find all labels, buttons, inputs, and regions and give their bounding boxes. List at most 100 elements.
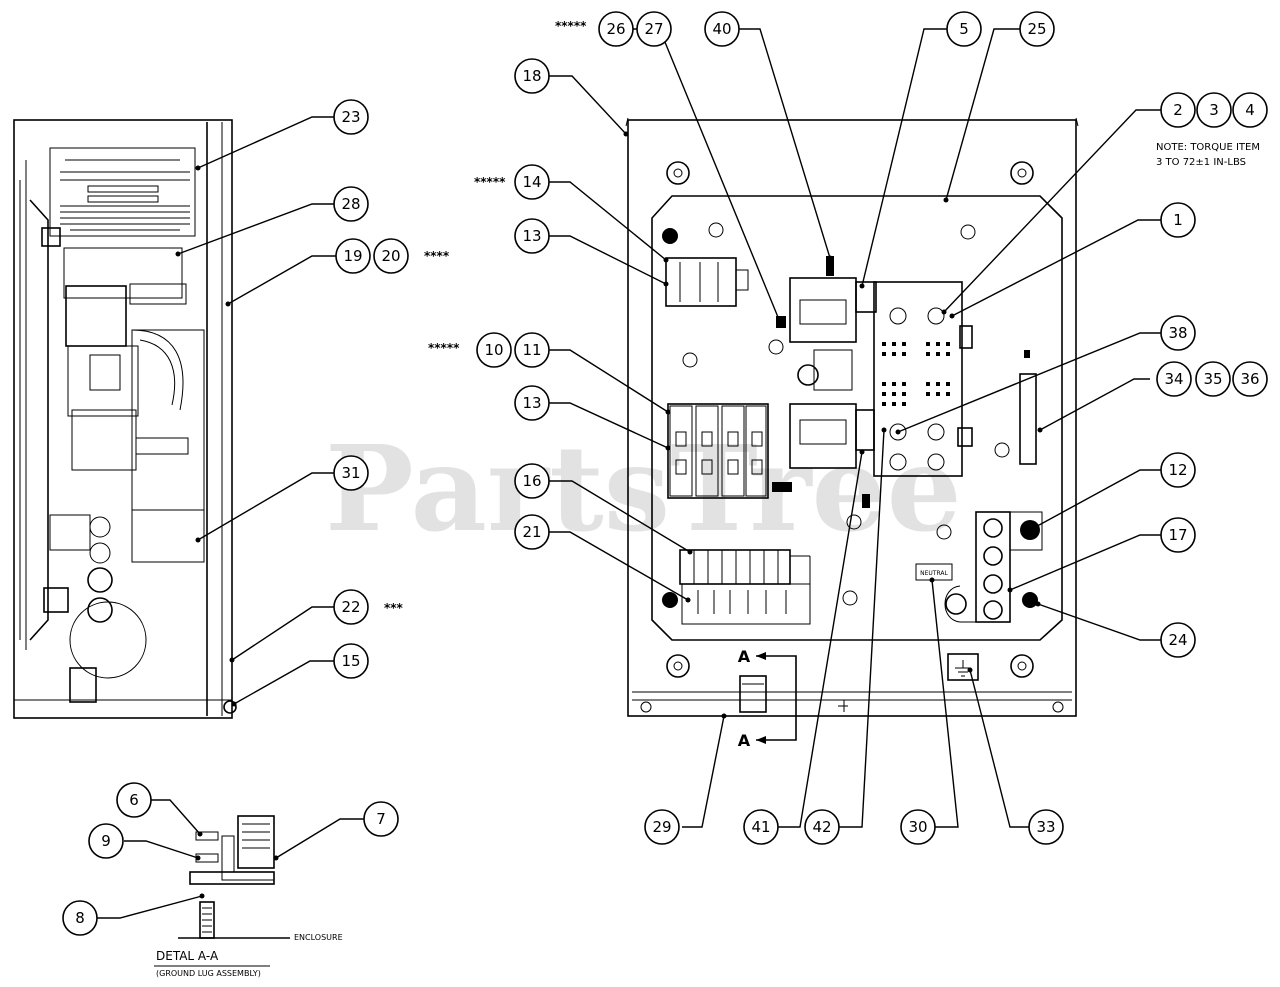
svg-text:36: 36 (1240, 370, 1259, 388)
svg-text:11: 11 (522, 341, 541, 359)
svg-text:9: 9 (101, 832, 111, 850)
svg-text:34: 34 (1164, 370, 1183, 388)
callout-38: 38 (1160, 315, 1196, 351)
svg-text:29: 29 (652, 818, 671, 836)
svg-text:17: 17 (1168, 526, 1187, 544)
section-mark-a-bottom: A (738, 731, 751, 750)
ground-lug-side (69, 667, 97, 703)
svg-text:33: 33 (1036, 818, 1055, 836)
mounting-holes (640, 161, 1064, 713)
section-marks: A A (738, 647, 797, 750)
callout-26: 26 (598, 11, 634, 47)
svg-text:25: 25 (1027, 20, 1046, 38)
svg-text:31: 31 (341, 464, 360, 482)
callout-18: 18 (514, 58, 550, 94)
svg-text:28: 28 (341, 195, 360, 213)
svg-text:15: 15 (341, 652, 360, 670)
callout-21: 21 (514, 514, 550, 550)
svg-text:2: 2 (1173, 101, 1183, 119)
relay-body (65, 285, 127, 347)
svg-text:23: 23 (341, 108, 360, 126)
back-panel (651, 195, 1063, 641)
svg-text:41: 41 (751, 818, 770, 836)
star-note-10: ***** (428, 341, 460, 355)
callout-24: 24 (1160, 622, 1196, 658)
callout-2: 2 (1160, 92, 1196, 128)
star-note-14: ***** (474, 175, 506, 189)
callout-27: 27 (636, 11, 672, 47)
svg-text:10: 10 (484, 341, 503, 359)
callout-8: 8 (62, 900, 98, 936)
detail-title: DETAL A-A (156, 949, 219, 963)
callout-5: 5 (946, 11, 982, 47)
svg-text:24: 24 (1168, 631, 1187, 649)
svg-text:6: 6 (129, 791, 139, 809)
svg-text:19: 19 (343, 247, 362, 265)
callout-16: 16 (514, 463, 550, 499)
callout-35: 35 (1195, 361, 1231, 397)
ground-label (947, 653, 979, 681)
callout-9: 9 (88, 823, 124, 859)
callout-42: 42 (804, 809, 840, 845)
svg-text:26: 26 (606, 20, 625, 38)
torque-note-line2: 3 TO 72±1 IN-LBS (1156, 157, 1246, 168)
callout-14: 14 (514, 164, 550, 200)
callout-11: 11 (514, 332, 550, 368)
callout-41: 41 (743, 809, 779, 845)
star-note-22: *** (384, 601, 404, 615)
svg-text:20: 20 (381, 247, 400, 265)
enclosure-label: ENCLOSURE (294, 933, 343, 942)
ground-lug (739, 675, 767, 713)
callout-34: 34 (1156, 361, 1192, 397)
svg-text:4: 4 (1245, 101, 1255, 119)
callout-1: 1 (1160, 202, 1196, 238)
callout-13-lower: 13 (514, 385, 550, 421)
svg-text:35: 35 (1203, 370, 1222, 388)
callout-15: 15 (333, 643, 369, 679)
callout-4: 4 (1232, 92, 1268, 128)
side-view-enclosure (13, 119, 237, 719)
callout-23: 23 (333, 99, 369, 135)
leader-arrows (175, 131, 1043, 899)
callout-33: 33 (1028, 809, 1064, 845)
callout-29: 29 (644, 809, 680, 845)
callout-28: 28 (333, 186, 369, 222)
svg-text:16: 16 (522, 472, 541, 490)
callout-30: 30 (900, 809, 936, 845)
callout-25: 25 (1019, 11, 1055, 47)
callout-13: 13 (514, 218, 550, 254)
neutral-label: NEUTRAL (920, 570, 948, 577)
section-mark-a-top: A (738, 647, 751, 666)
callout-19: 19 (335, 238, 371, 274)
svg-text:12: 12 (1168, 461, 1187, 479)
torque-note-line1: NOTE: TORQUE ITEM (1156, 142, 1260, 153)
svg-text:7: 7 (376, 810, 386, 828)
detail-ground-lug: ENCLOSURE DETAL A-A (GROUND LUG ASSEMBLY… (154, 815, 343, 978)
callout-3: 3 (1196, 92, 1232, 128)
star-note-19: **** (424, 249, 450, 263)
front-view-enclosure: NEUTRAL (625, 117, 1079, 717)
svg-text:1: 1 (1173, 211, 1183, 229)
watermark: PartsTree (325, 419, 962, 558)
manual-handle (1019, 373, 1037, 465)
callout-17: 17 (1160, 517, 1196, 553)
callout-31: 31 (333, 455, 369, 491)
svg-text:38: 38 (1168, 324, 1187, 342)
callout-36: 36 (1232, 361, 1268, 397)
svg-text:30: 30 (908, 818, 927, 836)
control-relay (665, 257, 737, 307)
svg-text:13: 13 (522, 227, 541, 245)
svg-text:5: 5 (959, 20, 969, 38)
detail-subtitle: (GROUND LUG ASSEMBLY) (156, 969, 261, 978)
svg-text:13: 13 (522, 394, 541, 412)
circuit-breakers (667, 403, 769, 499)
callout-10: 10 (476, 332, 512, 368)
svg-text:18: 18 (522, 67, 541, 85)
callout-7: 7 (363, 801, 399, 837)
svg-text:8: 8 (75, 909, 85, 927)
svg-text:14: 14 (522, 173, 541, 191)
svg-text:40: 40 (712, 20, 731, 38)
callout-22: 22 (333, 589, 369, 625)
label-plate (49, 147, 196, 237)
